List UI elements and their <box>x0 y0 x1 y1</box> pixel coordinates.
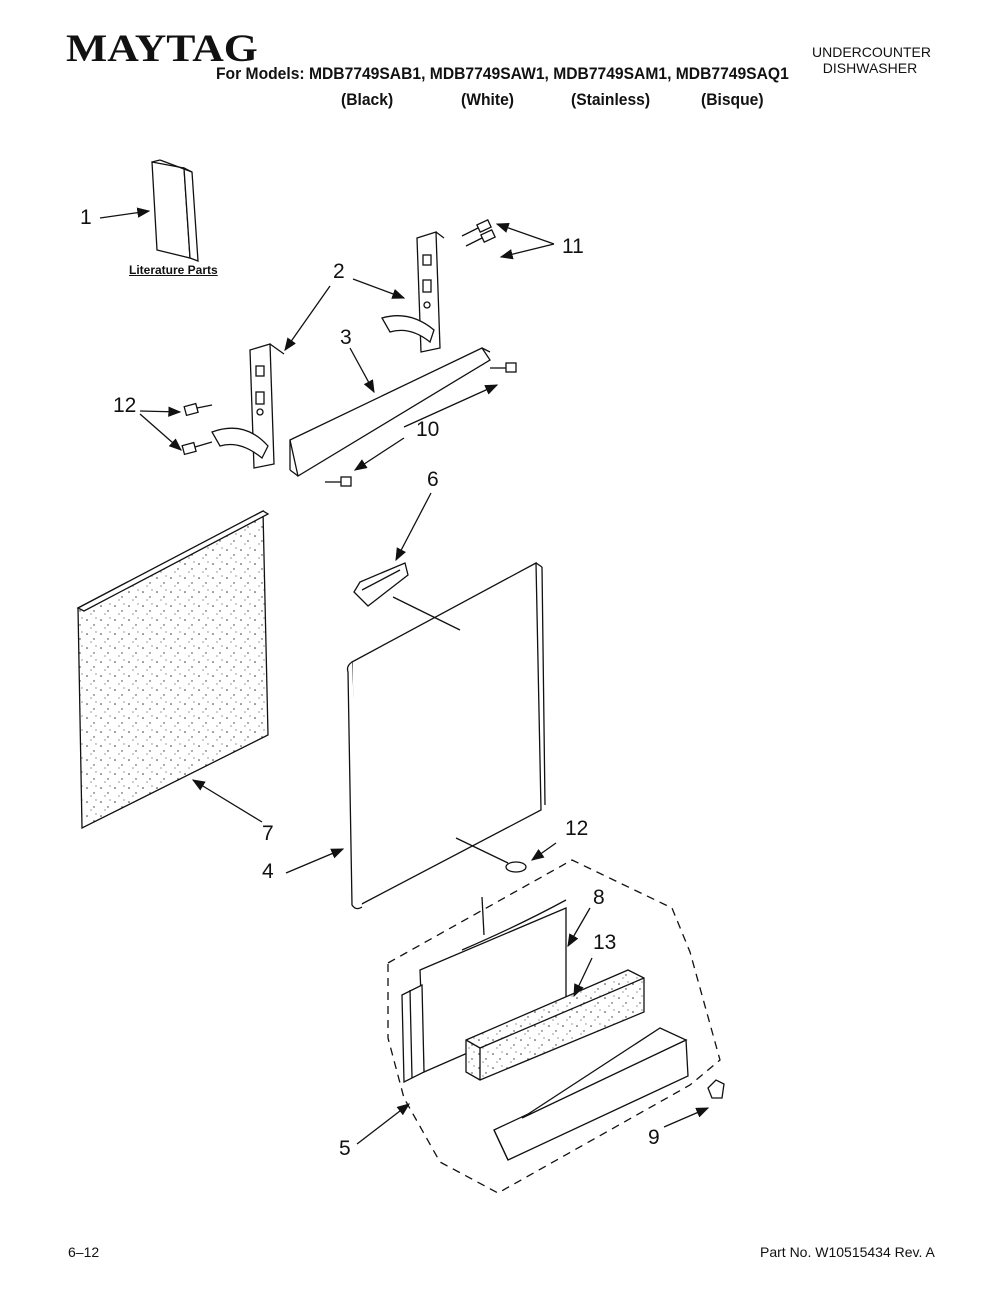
callout-12-left: 12 <box>113 394 137 417</box>
arrow-7 <box>191 779 263 823</box>
door-handle <box>353 562 409 607</box>
color-stainless: (Stainless) <box>571 90 651 109</box>
literature-booklet <box>151 159 199 262</box>
screw-12-lower <box>181 441 213 456</box>
color-black: (Black) <box>341 90 394 109</box>
hinge-bracket-left <box>211 343 285 469</box>
mounting-rail <box>289 347 491 478</box>
product-type-line2: DISHWASHER <box>822 60 918 76</box>
callout-1: 1 <box>80 206 92 229</box>
literature-parts-label: Literature Parts <box>129 263 218 277</box>
guide-line-panel <box>481 896 485 936</box>
arrow-12a <box>139 406 182 417</box>
arrow-13 <box>573 957 593 998</box>
arrow-8 <box>567 907 591 948</box>
color-white: (White) <box>461 90 514 109</box>
arrow-4 <box>285 848 345 874</box>
callout-6: 6 <box>427 468 439 491</box>
product-type: UNDERCOUNTER DISHWASHER <box>812 44 931 76</box>
arrow-11a <box>495 222 555 245</box>
arrow-9 <box>663 1107 710 1128</box>
callout-5: 5 <box>339 1137 351 1160</box>
arrow-10b <box>353 437 405 471</box>
insulation-panel <box>76 509 270 830</box>
callout-11: 11 <box>562 235 584 258</box>
kick-plate <box>493 1027 725 1161</box>
guide-line-handle <box>392 596 461 631</box>
outer-door-panel <box>346 561 546 910</box>
product-type-line1: UNDERCOUNTER <box>812 44 931 60</box>
arrow-10a <box>403 384 499 428</box>
arrow-2b <box>284 285 331 352</box>
arrow-12c <box>530 842 557 861</box>
arrow-6 <box>395 492 432 562</box>
screw-11-bottom <box>465 228 496 247</box>
callout-8: 8 <box>593 886 605 909</box>
clip-12 <box>505 861 527 873</box>
guide-line-clip <box>455 837 509 864</box>
screw-12-upper <box>183 402 213 417</box>
arrow-11b <box>499 243 555 260</box>
arrow-5 <box>356 1103 411 1145</box>
callout-4: 4 <box>262 860 274 883</box>
page-number: 6–12 <box>68 1244 100 1260</box>
foam-strip <box>465 969 645 1081</box>
color-bisque: (Bisque) <box>701 90 764 109</box>
callout-10: 10 <box>416 418 440 441</box>
part-number: Part No. W10515434 Rev. A <box>760 1244 935 1260</box>
brand-logo: MAYTAG <box>66 27 258 70</box>
screw-10-right <box>490 362 517 373</box>
arrow-1 <box>99 207 151 219</box>
console-assembly-outline <box>387 859 721 1194</box>
callout-12-right: 12 <box>565 817 589 840</box>
callout-13: 13 <box>593 931 617 954</box>
hinge-bracket-right <box>381 231 445 353</box>
callout-9: 9 <box>648 1126 660 1149</box>
callout-7: 7 <box>262 822 274 845</box>
arrow-2a <box>352 278 406 299</box>
models-line: For Models: MDB7749SAB1, MDB7749SAW1, MD… <box>216 64 789 83</box>
arrow-12b <box>139 413 182 451</box>
arrow-3 <box>349 347 375 394</box>
callout-3: 3 <box>340 326 352 349</box>
screw-11-top <box>461 218 492 237</box>
callout-2: 2 <box>333 260 345 283</box>
screw-10-left <box>325 476 352 487</box>
